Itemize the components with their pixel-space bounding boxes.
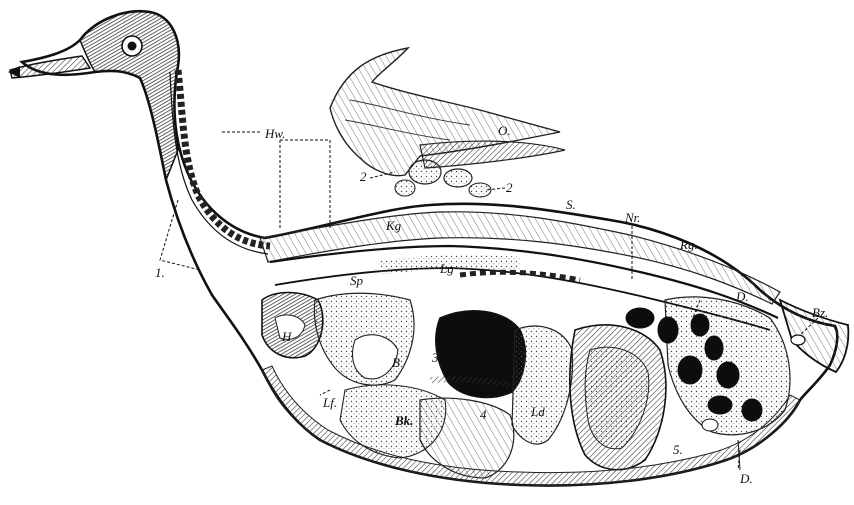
label-bk: Bk. bbox=[395, 414, 413, 427]
label-d-lower: D. bbox=[740, 472, 753, 485]
label-h: H bbox=[282, 330, 291, 343]
label-lf: Lf. bbox=[323, 396, 337, 409]
label-1: 1. bbox=[155, 266, 165, 279]
label-s: S. bbox=[566, 198, 576, 211]
label-lg: Lg bbox=[440, 262, 454, 275]
label-d-upper: D. bbox=[736, 290, 749, 303]
label-nr: Nr. bbox=[625, 211, 641, 224]
label-5: 5. bbox=[673, 443, 683, 456]
label-bz: Bz. bbox=[812, 306, 828, 319]
crop-region bbox=[262, 293, 323, 358]
label-rg: Rg. bbox=[680, 238, 698, 251]
label-b: B bbox=[392, 356, 400, 369]
label-kg: Kg bbox=[386, 219, 401, 232]
label-o: O. bbox=[498, 124, 511, 137]
head-and-neck bbox=[8, 11, 270, 254]
label-2-left: 2 bbox=[360, 170, 367, 183]
label-sp: Sp bbox=[350, 274, 363, 287]
label-hw: Hw. bbox=[265, 127, 285, 140]
gizzard bbox=[570, 325, 666, 470]
label-ld: Ld bbox=[531, 405, 545, 418]
label-3: 3 bbox=[432, 351, 439, 364]
label-2-right: 2 bbox=[506, 181, 513, 194]
label-4: 4 bbox=[480, 408, 487, 421]
